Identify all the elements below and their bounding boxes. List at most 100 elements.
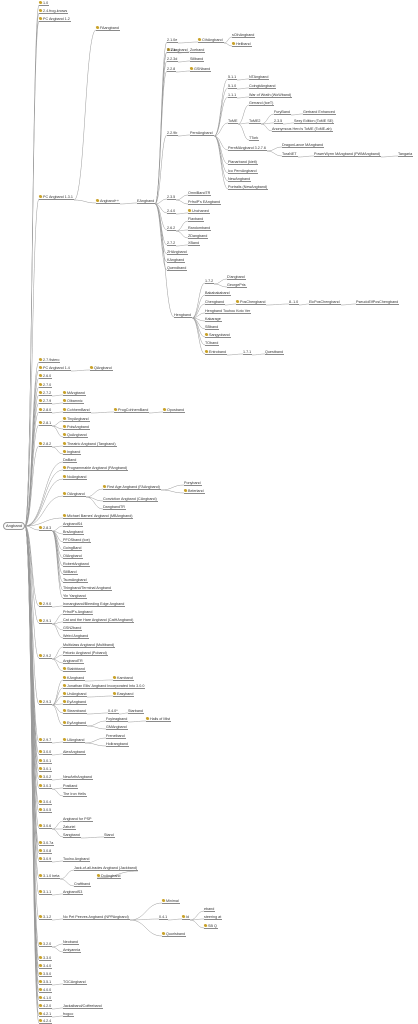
node-n145[interactable]: UAngband [63, 738, 86, 743]
node-n63[interactable]: Bakabakaband [205, 291, 231, 296]
node-n23[interactable]: 5.1.0 [228, 84, 238, 89]
node-n101[interactable]: Ponyband [184, 481, 202, 486]
node-n9[interactable]: CthAngband [198, 38, 224, 43]
node-n133[interactable]: Jonathan Ellis' Angband Incorporated Int… [63, 684, 146, 689]
node-n127[interactable]: Pelonic Angband (Poband) [63, 651, 108, 656]
node-n179[interactable]: eband [204, 907, 216, 912]
node-n128[interactable]: AngbandTR [63, 659, 84, 664]
node-n51[interactable]: Flaxband [188, 217, 205, 222]
node-n2[interactable]: 2.4.frog-knows [39, 9, 69, 14]
node-n71[interactable]: SBband [205, 325, 220, 330]
node-n178[interactable]: Id [182, 915, 191, 920]
node-n52[interactable]: Randomband [188, 226, 212, 231]
node-n1[interactable]: 1.0 [39, 1, 50, 6]
node-n98[interactable]: Programmable Angband (PAngband) [63, 466, 129, 471]
node-n177[interactable]: 0.4.1 [159, 915, 169, 920]
node-n105[interactable]: DangbandTR [103, 505, 126, 510]
node-n190[interactable]: TGCAngband [63, 980, 87, 985]
node-n193[interactable]: 4.2.0 [39, 1004, 53, 1009]
node-n49[interactable]: Unchaned [188, 209, 210, 214]
node-n36[interactable]: DragonLance MAngband [282, 143, 325, 148]
node-n40[interactable]: Planarband (kieti) [228, 160, 258, 165]
node-n72[interactable]: Sangyoband [205, 333, 231, 338]
node-n123[interactable]: GSN2band [63, 626, 83, 631]
node-n132[interactable]: Kamband [113, 676, 134, 681]
node-n16[interactable]: 2.2.8 [167, 67, 177, 72]
node-n55[interactable]: XBand [188, 241, 201, 246]
node-n114[interactable]: SillBand [63, 570, 78, 575]
node-n28[interactable]: ToME2 [249, 119, 262, 124]
node-n147[interactable]: Hollrangband [106, 742, 129, 747]
node-n45[interactable]: 2.3.5 [167, 195, 177, 200]
node-n6[interactable]: Angband++ [96, 199, 121, 204]
node-n120[interactable]: 2.9.1 [39, 619, 53, 624]
node-n165[interactable]: 3.0.8 [39, 849, 53, 854]
node-n143[interactable]: GMAngband [106, 725, 128, 730]
node-n8[interactable]: 2.1.0e [167, 38, 179, 43]
node-n43[interactable]: Portralis (NewAngband) [228, 185, 269, 190]
node-n126[interactable]: Multiclass Angband (Multiband) [63, 643, 116, 648]
node-n73[interactable]: TOband [205, 341, 220, 346]
node-n89[interactable]: Oposband [163, 408, 186, 413]
node-n86[interactable]: 2.8.0 [39, 408, 53, 413]
node-n129[interactable]: Stabbband [63, 667, 86, 672]
node-n44[interactable]: EAngband [137, 199, 156, 204]
node-n99[interactable]: NoAngband [63, 475, 88, 480]
node-n182[interactable]: Quorlsband [162, 932, 187, 937]
node-n80[interactable]: 2.6.0 [39, 374, 53, 379]
node-n169[interactable]: Jack-of-all-trades Angband (Jackband) [74, 866, 139, 871]
node-n61[interactable]: D'angband [227, 275, 246, 280]
node-n125[interactable]: 2.9.2 [39, 654, 53, 659]
node-n81[interactable]: 2.7.0 [39, 383, 53, 388]
node-n100[interactable]: First Age Angband (FAAngband) [103, 485, 161, 490]
node-n64[interactable]: Chengband [205, 300, 226, 305]
node-n70[interactable]: Kakarage [205, 317, 222, 322]
node-n38[interactable]: PowerWyrm MAngband (PWMAngband) [314, 152, 382, 157]
node-n66[interactable]: 8..1.0 [289, 300, 300, 305]
node-n12[interactable]: 2.1.1c [167, 48, 179, 53]
node-n97[interactable]: DaBand [63, 458, 78, 463]
node-n19[interactable]: PernAngband [190, 131, 214, 136]
node-n152[interactable]: 3.0.2 [39, 775, 53, 780]
node-n146[interactable]: Frenelband [106, 734, 126, 739]
root-node[interactable]: Angband [3, 522, 26, 530]
node-n157[interactable]: 3.0.4 [39, 800, 53, 805]
node-n175[interactable]: No Pet Peeves Angband (NPPAngband) [63, 915, 130, 920]
node-n112[interactable]: OIAngband [63, 554, 83, 559]
node-n141[interactable]: Foyleagband [106, 717, 129, 722]
node-n184[interactable]: Neoband [63, 940, 79, 945]
node-n176[interactable]: Minimal [162, 899, 180, 904]
node-n33[interactable]: Anonymous Hero's ToME (ToME-ah) [272, 127, 333, 132]
node-n95[interactable]: Theatric Angband (Tangband) [63, 442, 117, 447]
node-n139[interactable]: Starband [128, 709, 144, 714]
node-n155[interactable]: Postland [63, 784, 79, 789]
node-n135[interactable]: Easyband [113, 692, 135, 697]
node-n84[interactable]: 2.7.9 [39, 399, 53, 404]
node-n50[interactable]: 2.6.2 [167, 226, 177, 231]
node-n32[interactable]: Sexy Edition (ToME SE) [294, 119, 335, 124]
node-n41[interactable]: Ico PernAngband [228, 169, 258, 174]
node-n160[interactable]: Angband for PSP [63, 817, 93, 822]
node-n188[interactable]: 3.5.0 [39, 972, 53, 977]
node-n115[interactable]: TsumAngband [63, 578, 88, 583]
node-n108[interactable]: AngbandS4 [63, 522, 84, 527]
node-n167[interactable]: Toolno Angband [63, 857, 91, 862]
node-n15[interactable]: Sillband [190, 57, 205, 62]
node-n102[interactable]: Belerland [184, 489, 205, 494]
node-n31[interactable]: 2.3.5 [274, 119, 284, 124]
node-n181[interactable]: SB Q [204, 924, 218, 929]
node-n195[interactable]: 4.2.1 [39, 1012, 53, 1017]
node-n4[interactable]: PC Angband 1.3.1 [39, 195, 74, 200]
node-n85[interactable]: Olbamnic [63, 399, 84, 404]
node-n79[interactable]: QAngband [90, 366, 113, 371]
node-n109[interactable]: BrsAngband [63, 530, 85, 535]
node-n140[interactable]: EyAngband [63, 721, 88, 726]
node-n59[interactable]: Hengband [174, 313, 193, 318]
node-n26[interactable]: War of Wrath (WoWband) [249, 93, 293, 98]
node-n88[interactable]: ProgCohhemBand [114, 408, 150, 413]
node-n10[interactable]: sCthAngband [232, 33, 256, 38]
node-n24[interactable]: CoingbAngband [249, 84, 277, 89]
node-n170[interactable]: DoAngband [97, 874, 122, 879]
node-n5[interactable]: FAangband [96, 26, 120, 31]
node-n46[interactable]: OmniBandTR [188, 191, 212, 196]
